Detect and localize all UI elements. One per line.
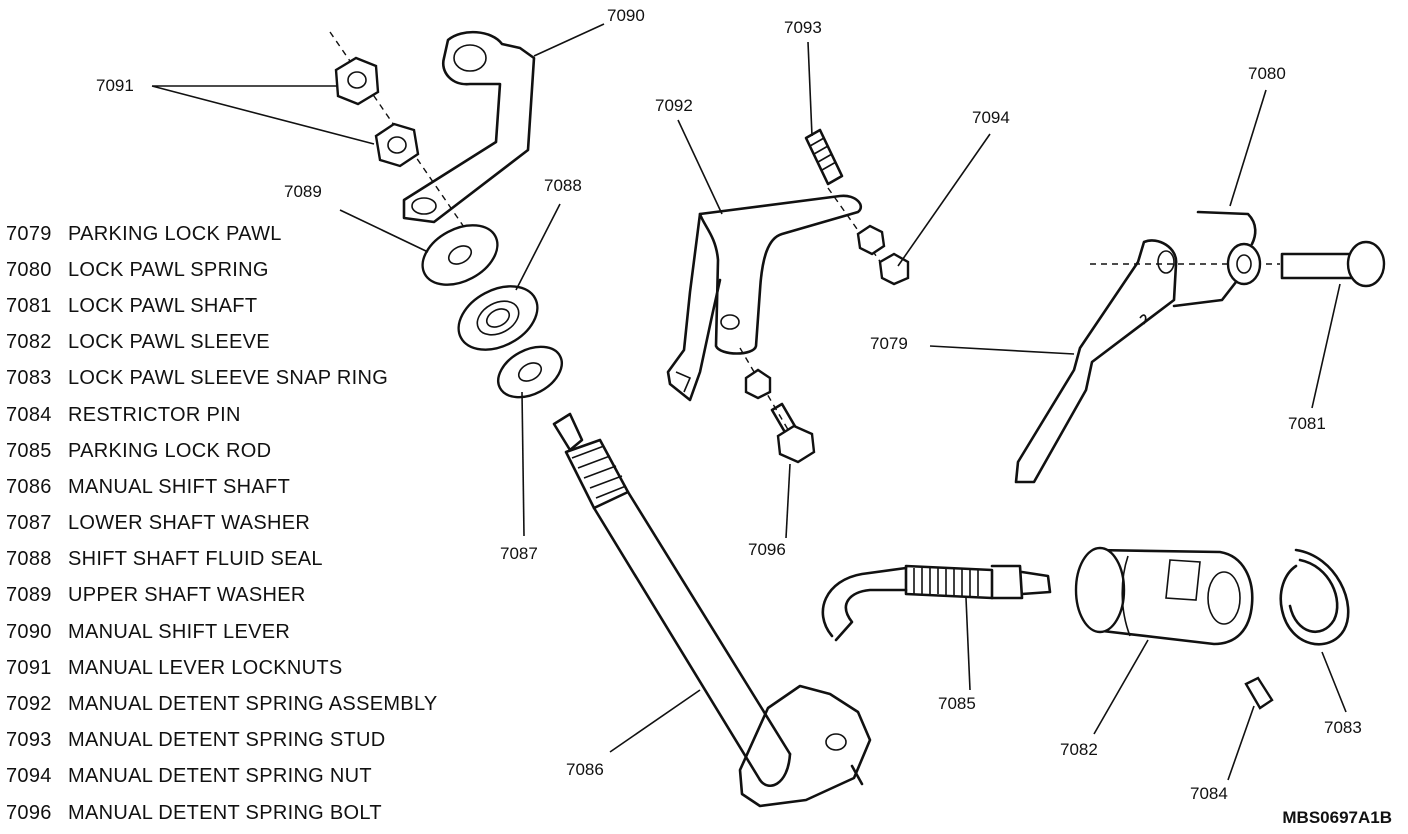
legend-part-name: RESTRICTOR PIN: [68, 403, 241, 426]
legend-part-name: PARKING LOCK ROD: [68, 439, 272, 462]
legend-item: 7094 MANUAL DETENT SPRING NUT: [6, 759, 438, 795]
legend-number: 7096: [6, 801, 52, 824]
legend-number: 7091: [6, 656, 52, 679]
lock-pawl-spring-drawing: [1172, 210, 1262, 308]
callout-7096: 7096: [748, 540, 786, 559]
legend-part-name: MANUAL DETENT SPRING NUT: [68, 765, 372, 788]
legend-item: 7083 LOCK PAWL SLEEVE SNAP RING: [6, 361, 438, 397]
legend-number: 7092: [6, 693, 52, 716]
legend-part-name: LOCK PAWL SHAFT: [68, 294, 258, 317]
callout-7084: 7084: [1190, 784, 1228, 803]
upper-shaft-washer-drawing: [421, 224, 499, 286]
legend-item: 7093 MANUAL DETENT SPRING STUD: [6, 723, 438, 759]
legend-number: 7085: [6, 439, 52, 462]
callout-7083: 7083: [1324, 718, 1362, 737]
legend-number: 7083: [6, 367, 52, 390]
legend-item: 7085 PARKING LOCK ROD: [6, 433, 438, 469]
legend-number: 7089: [6, 584, 52, 607]
legend-part-name: MANUAL DETENT SPRING ASSEMBLY: [68, 693, 438, 716]
callout-7090: 7090: [607, 6, 645, 25]
legend-part-name: LOCK PAWL SLEEVE: [68, 331, 270, 354]
legend-item: 7080 LOCK PAWL SPRING: [6, 252, 438, 288]
legend-number: 7080: [6, 258, 52, 281]
callout-7092: 7092: [655, 96, 693, 115]
legend-item: 7089 UPPER SHAFT WASHER: [6, 578, 438, 614]
legend-item: 7096 MANUAL DETENT SPRING BOLT: [6, 795, 438, 831]
manual-detent-spring-bolt-drawing: [739, 347, 816, 464]
leader-lines: [151, 23, 1347, 781]
legend-number: 7088: [6, 548, 52, 571]
shift-shaft-fluid-seal-drawing: [457, 285, 539, 351]
legend-part-name: UPPER SHAFT WASHER: [68, 584, 306, 607]
callout-7082: 7082: [1060, 740, 1098, 759]
legend-item: 7092 MANUAL DETENT SPRING ASSEMBLY: [6, 686, 438, 722]
callout-7089: 7089: [284, 182, 322, 201]
legend-number: 7094: [6, 765, 52, 788]
callout-7081: 7081: [1288, 414, 1326, 433]
manual-shift-shaft-drawing: [552, 412, 872, 808]
legend-part-name: PARKING LOCK PAWL: [68, 222, 282, 245]
legend-item: 7081 LOCK PAWL SHAFT: [6, 288, 438, 324]
legend-item: 7082 LOCK PAWL SLEEVE: [6, 325, 438, 361]
legend-number: 7082: [6, 331, 52, 354]
legend-part-name: SHIFT SHAFT FLUID SEAL: [68, 548, 323, 571]
legend-item: 7084 RESTRICTOR PIN: [6, 397, 438, 433]
callout-7088: 7088: [544, 176, 582, 195]
parts-legend: 7079 PARKING LOCK PAWL 7080 LOCK PAWL SPRI…: [6, 216, 438, 831]
callout-7093: 7093: [784, 18, 822, 37]
callout-7080: 7080: [1248, 64, 1286, 83]
manual-detent-spring-nut-drawing: [856, 224, 910, 286]
legend-item: 7091 MANUAL LEVER LOCKNUTS: [6, 650, 438, 686]
legend-part-name: LOWER SHAFT WASHER: [68, 512, 311, 535]
legend-number: 7087: [6, 512, 52, 535]
callout-7086: 7086: [566, 760, 604, 779]
legend-part-name: LOCK PAWL SLEEVE SNAP RING: [68, 367, 389, 390]
legend-part-name: MANUAL SHIFT LEVER: [68, 620, 291, 643]
lock-pawl-shaft-drawing: [1280, 240, 1386, 288]
legend-number: 7079: [6, 222, 52, 245]
legend-item: 7090 MANUAL SHIFT LEVER: [6, 614, 438, 650]
legend-number: 7081: [6, 294, 52, 317]
legend-part-name: MANUAL DETENT SPRING BOLT: [68, 801, 382, 824]
legend-number: 7084: [6, 403, 52, 426]
callout-7079: 7079: [870, 334, 908, 353]
legend-number: 7086: [6, 475, 52, 498]
legend-item: 7079 PARKING LOCK PAWL: [6, 216, 438, 252]
legend-part-name: LOCK PAWL SPRING: [68, 258, 269, 281]
lock-pawl-sleeve-drawing: [1074, 546, 1254, 646]
legend-item: 7086 MANUAL SHIFT SHAFT: [6, 469, 438, 505]
legend-item: 7087 LOWER SHAFT WASHER: [6, 506, 438, 542]
lower-shaft-washer-drawing: [497, 345, 563, 399]
lock-pawl-sleeve-snap-ring-drawing: [1279, 548, 1350, 646]
legend-part-name: MANUAL DETENT SPRING STUD: [68, 729, 386, 752]
figure-id: MBS0697A1B: [1282, 808, 1392, 827]
legend-number: 7090: [6, 620, 52, 643]
restrictor-pin-drawing: [1244, 676, 1274, 710]
legend-part-name: MANUAL LEVER LOCKNUTS: [68, 656, 343, 679]
callout-7094: 7094: [972, 108, 1010, 127]
legend-part-name: MANUAL SHIFT SHAFT: [68, 475, 291, 498]
manual-detent-spring-assembly-drawing: [666, 194, 863, 402]
legend-number: 7093: [6, 729, 52, 752]
parking-lock-rod-drawing: [821, 564, 1052, 642]
legend-item: 7088 SHIFT SHAFT FLUID SEAL: [6, 542, 438, 578]
manual-lever-locknuts-drawing: [334, 56, 420, 168]
callout-7091: 7091: [96, 76, 134, 95]
callout-7085: 7085: [938, 694, 976, 713]
callout-7087: 7087: [500, 544, 538, 563]
